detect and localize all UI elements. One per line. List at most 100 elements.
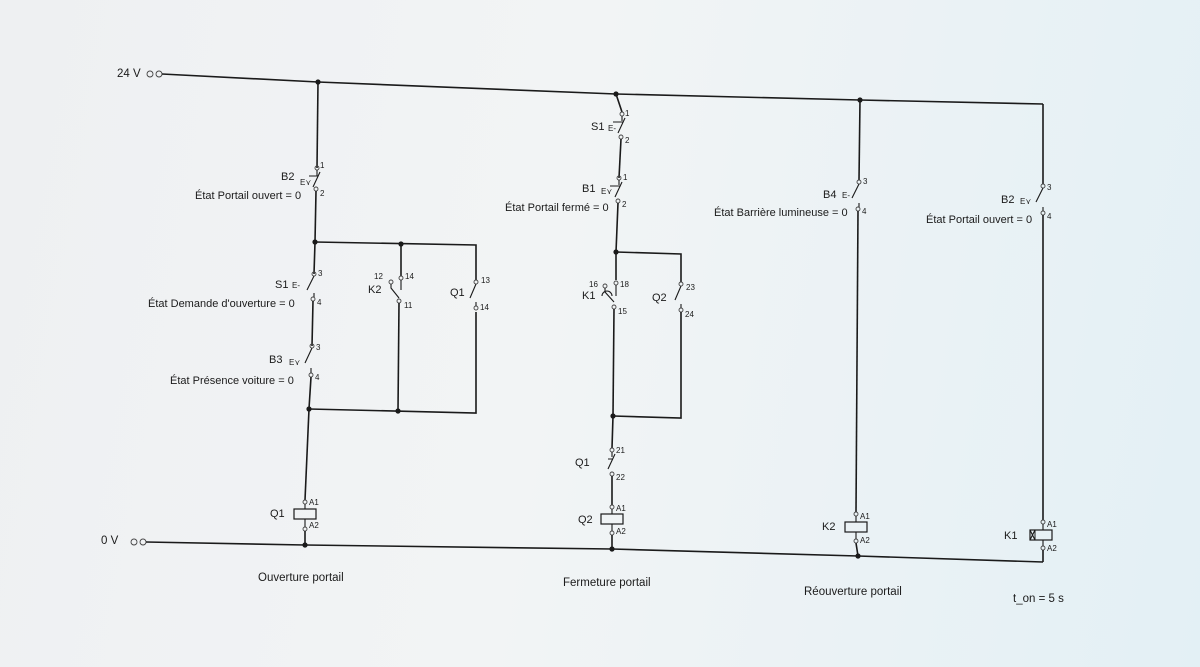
contact-tag: K1: [582, 290, 595, 302]
pin-number: 13: [481, 276, 490, 285]
contact-b3-no[interactable]: 3 4 B3 E⋎ État Présence voiture = 0: [170, 343, 321, 387]
coil-k1-timer[interactable]: A1 A2 K1: [1004, 519, 1057, 553]
pin-terminal: [619, 111, 625, 117]
wire: [397, 302, 400, 412]
timer-coil-symbol: [1029, 529, 1053, 541]
pin-terminal: [1040, 210, 1046, 216]
contact-b4-no[interactable]: 3 4 B4 E- État Barrière lumineuse = 0: [714, 177, 868, 219]
contact-tag: S1: [591, 121, 604, 133]
coil-tag: K1: [1004, 530, 1017, 542]
state-label: État Portail ouvert = 0: [926, 213, 1032, 226]
actuator-symbol: E⋎: [289, 358, 300, 367]
contact-q1-no[interactable]: 13 14 Q1: [450, 276, 490, 312]
supply-0v-terminal-2: [139, 538, 147, 546]
contact-s1-no[interactable]: 3 4 S1 E- État Demande d'ouverture = 0: [148, 269, 323, 310]
pin-number: 14: [405, 272, 414, 281]
contact-s1-nc[interactable]: 1 2 S1 E-: [591, 109, 630, 145]
pin-terminal: [308, 372, 314, 378]
pin-number: 3: [863, 177, 868, 186]
wire: [308, 376, 312, 410]
rung-temporisation: 3 4 B2 E⋎ État Portail ouvert = 0 A1 A2 …: [926, 104, 1057, 562]
wire: [615, 202, 619, 253]
wire-branch-bottom: [308, 312, 477, 414]
timer-cross: [1029, 529, 1036, 541]
pin-terminal: [613, 280, 619, 286]
actuator-symbol: E-: [608, 124, 616, 133]
nc-contact-symbol: [309, 170, 321, 188]
nc-contact-symbol: [610, 180, 623, 198]
supply-0v-label: 0 V: [101, 535, 119, 547]
actuator-symbol: E⋎: [601, 187, 612, 196]
pin-number: 3: [318, 269, 323, 278]
coil-q2[interactable]: A1 A2 Q2: [578, 504, 626, 536]
wire-branch-top: [314, 241, 477, 280]
supply-24v-terminal: [146, 70, 154, 78]
coil-q1[interactable]: A1 A2 Q1: [270, 498, 319, 532]
supply-24v-terminal-2: [155, 70, 163, 78]
wire: [618, 138, 622, 179]
wire: [313, 241, 316, 275]
pin-number: 4: [317, 298, 322, 307]
contact-q1-nc[interactable]: 21 22 Q1: [575, 446, 625, 482]
actuator-symbol: E⋎: [300, 178, 311, 187]
wire: [314, 190, 317, 243]
no-contact-symbol: [1035, 187, 1044, 211]
pin-number: 3: [1047, 183, 1052, 192]
wire: [316, 81, 319, 169]
caption-fermeture: Fermeture portail: [563, 577, 651, 589]
pin-terminal: [302, 526, 308, 532]
pin-terminal: [1040, 545, 1046, 551]
coil-tag: Q1: [270, 508, 285, 520]
no-contact-symbol: [674, 285, 682, 308]
pin-terminal: [855, 206, 861, 212]
pin-terminal: [473, 279, 479, 285]
contact-k2-changeover[interactable]: 12 14 11 K2: [368, 244, 414, 412]
pin-number: 12: [374, 272, 383, 281]
supply-24v-label: 24 V: [117, 68, 141, 80]
pin-number: 1: [320, 161, 325, 170]
rail-0v: [145, 541, 1044, 563]
caption-ouverture: Ouverture portail: [258, 572, 344, 584]
contact-tag: B3: [269, 354, 282, 366]
wire-branch-top: [615, 251, 682, 282]
state-label: État Barrière lumineuse = 0: [714, 206, 848, 219]
pin-terminal: [1040, 183, 1046, 189]
no-contact-symbol: [306, 275, 315, 297]
pin-terminal: [853, 538, 859, 544]
rung-ouverture: 1 2 B2 E⋎ État Portail ouvert = 0 3 4 S1…: [148, 79, 490, 548]
pin-terminal: [609, 471, 615, 477]
contact-tag: B1: [582, 183, 595, 195]
changeover-symbol: [390, 280, 402, 299]
contact-b2-no[interactable]: 3 4 B2 E⋎ État Portail ouvert = 0: [926, 183, 1052, 226]
contact-tag: B2: [281, 171, 294, 183]
contact-tag: Q1: [575, 457, 590, 469]
pin-number: 2: [622, 200, 627, 209]
coil-symbol: [600, 513, 624, 525]
contact-tag: S1: [275, 279, 288, 291]
pin-terminal: [678, 307, 684, 313]
coil-k2[interactable]: A1 A2 K2: [822, 511, 870, 545]
contact-b1-nc[interactable]: 1 2 B1 E⋎ État Portail fermé = 0: [505, 173, 628, 214]
timer-mark: [1029, 529, 1036, 541]
pin-number: A1: [1047, 520, 1057, 529]
contact-q2-no[interactable]: 23 24 Q2: [652, 281, 695, 319]
actuator-symbol: E-: [842, 191, 850, 200]
pin-terminal: [398, 275, 404, 281]
pin-terminal: [618, 134, 624, 140]
state-label: État Présence voiture = 0: [170, 374, 294, 387]
pin-terminal: [611, 304, 617, 310]
contact-b2-nc[interactable]: 1 2 B2 E⋎ État Portail ouvert = 0: [195, 161, 325, 202]
pin-terminal: [310, 296, 316, 302]
contact-tag: Q2: [652, 292, 667, 304]
pin-number: 15: [618, 307, 627, 316]
pin-terminal: [615, 198, 621, 204]
rung-reouverture: 3 4 B4 E- État Barrière lumineuse = 0 A1…: [714, 97, 870, 559]
wire: [311, 300, 314, 347]
actuator-symbol: E-: [292, 281, 300, 290]
wire: [611, 415, 614, 449]
contact-k1-changeover[interactable]: 16 18 15 K1: [582, 252, 629, 316]
rung-fermeture: 1 2 S1 E- 1 2 B1 E⋎ État Portail fermé =…: [505, 91, 695, 552]
pin-number: A1: [309, 498, 319, 507]
rail-24v: [161, 73, 1044, 105]
pin-terminal: [602, 283, 608, 289]
